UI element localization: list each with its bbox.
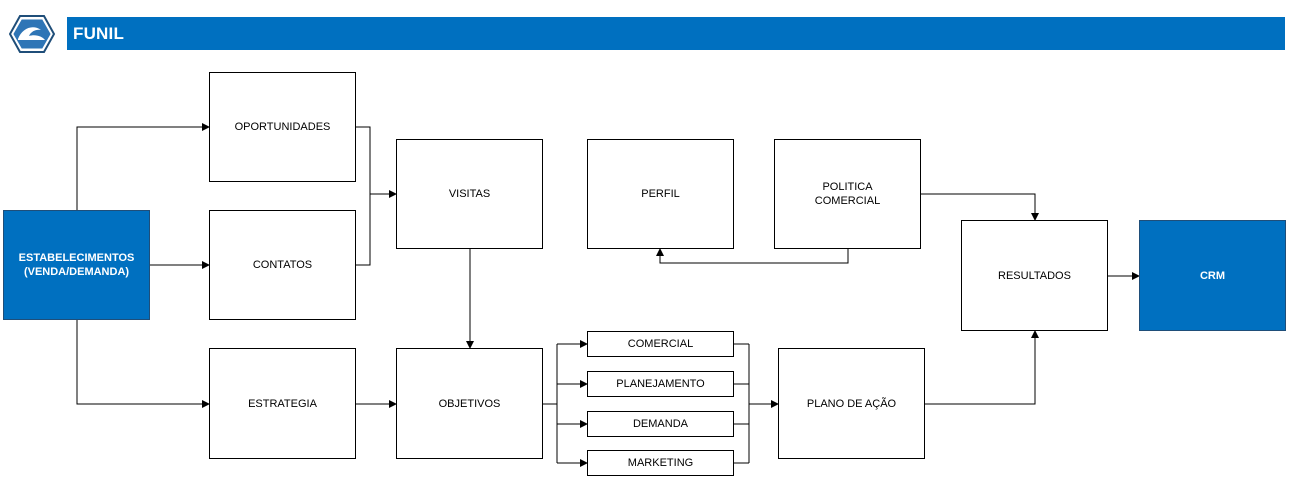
line-contatos-visitas [356, 194, 371, 266]
node-objetivos: OBJETIVOS [396, 348, 543, 459]
node-politica-comercial: POLITICA COMERCIAL [774, 139, 921, 249]
node-perfil: PERFIL [587, 139, 734, 249]
node-visitas: VISITAS [396, 139, 543, 249]
node-comercial: COMERCIAL [587, 331, 734, 357]
node-planejamento: PLANEJAMENTO [587, 371, 734, 397]
node-plano-de-acao: PLANO DE AÇÃO [778, 348, 925, 459]
page-title: FUNIL [73, 24, 125, 43]
node-demanda: DEMANDA [587, 411, 734, 437]
node-resultados: RESULTADOS [961, 220, 1108, 331]
arrow-estab-oportunidades [76, 123, 210, 210]
arrow-politica-resultados [921, 193, 1039, 221]
node-marketing: MARKETING [587, 450, 734, 476]
node-oportunidades: OPORTUNIDADES [209, 72, 356, 182]
node-estrategia: ESTRATEGIA [209, 348, 356, 459]
arrow-plano-resultados [925, 330, 1039, 405]
arrow-estab-estrategia [76, 320, 210, 408]
arrow-politica-perfil [656, 248, 849, 264]
header-bar: FUNIL [67, 17, 1285, 50]
node-estabelecimentos: ESTABELECIMENTOS (VENDA/DEMANDA) [3, 210, 150, 320]
node-crm: CRM [1139, 220, 1286, 331]
node-contatos: CONTATOS [209, 210, 356, 320]
arrow-oportunidades-visitas [356, 126, 397, 198]
hexagon-logo-icon [9, 15, 55, 53]
